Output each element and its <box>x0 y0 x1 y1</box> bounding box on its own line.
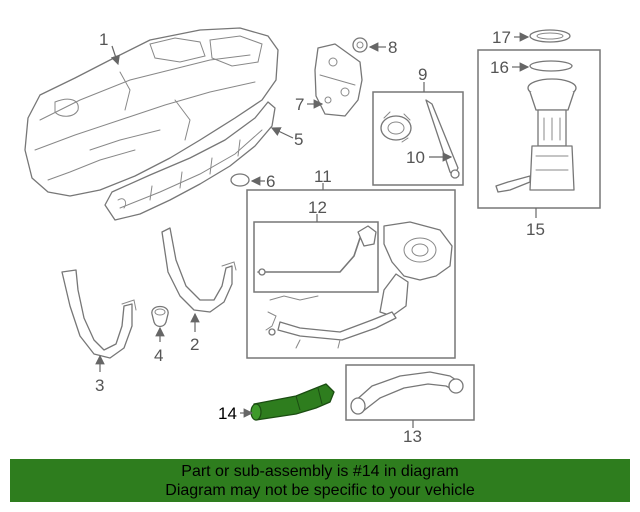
callout-box-12 <box>253 221 379 293</box>
vent-line-12[interactable] <box>257 225 377 276</box>
callout-16: 16 <box>490 58 509 77</box>
callout-15: 15 <box>526 220 545 239</box>
banner-line-2: Diagram may not be specific to your vehi… <box>165 481 475 499</box>
notice-banner: Part or sub-assembly is #14 in diagram D… <box>10 459 630 502</box>
callout-7: 7 <box>295 95 304 114</box>
callout-box-13 <box>345 364 475 421</box>
fuel-tank[interactable] <box>24 27 279 197</box>
isolator-4[interactable] <box>151 305 169 328</box>
callout-12: 12 <box>308 198 327 217</box>
banner-line-1: Part or sub-assembly is #14 in diagram <box>181 462 459 480</box>
callout-box-11 <box>246 189 456 359</box>
parts-diagram: 1 2 3 4 5 6 7 8 9 10 11 12 13 14 15 16 1… <box>24 27 601 446</box>
filler-housing[interactable] <box>379 221 453 317</box>
callout-box-15 <box>477 49 601 209</box>
gasket-17[interactable] <box>529 29 571 43</box>
grommet-8[interactable] <box>352 37 368 53</box>
filler-tubes[interactable] <box>265 295 397 349</box>
sender-rod-10[interactable] <box>425 99 460 179</box>
callout-6: 6 <box>266 172 275 191</box>
callout-5: 5 <box>294 130 303 149</box>
callout-11: 11 <box>314 167 332 186</box>
bracket-7[interactable] <box>314 43 363 117</box>
callout-14: 14 <box>218 404 237 423</box>
callout-8: 8 <box>388 38 397 57</box>
filler-hose-13[interactable] <box>350 371 464 415</box>
highlighted-part-14[interactable] <box>250 383 335 421</box>
callout-10: 10 <box>406 148 425 167</box>
lock-ring-9[interactable] <box>380 111 412 143</box>
callout-9: 9 <box>418 65 427 84</box>
leader-lines <box>95 32 537 428</box>
callout-4: 4 <box>154 346 163 365</box>
callout-box-9 <box>372 91 464 186</box>
callout-3: 3 <box>95 376 104 395</box>
tank-shield[interactable] <box>104 101 276 221</box>
callout-1: 1 <box>99 30 108 49</box>
callout-13: 13 <box>403 427 422 446</box>
callout-17: 17 <box>492 28 511 47</box>
fuel-pump-module-15[interactable] <box>495 78 577 193</box>
o-ring-6[interactable] <box>230 173 250 187</box>
callout-2: 2 <box>190 335 199 354</box>
tank-strap-3[interactable] <box>61 269 137 359</box>
tank-strap-2[interactable] <box>161 227 237 313</box>
seal-16[interactable] <box>529 60 573 72</box>
